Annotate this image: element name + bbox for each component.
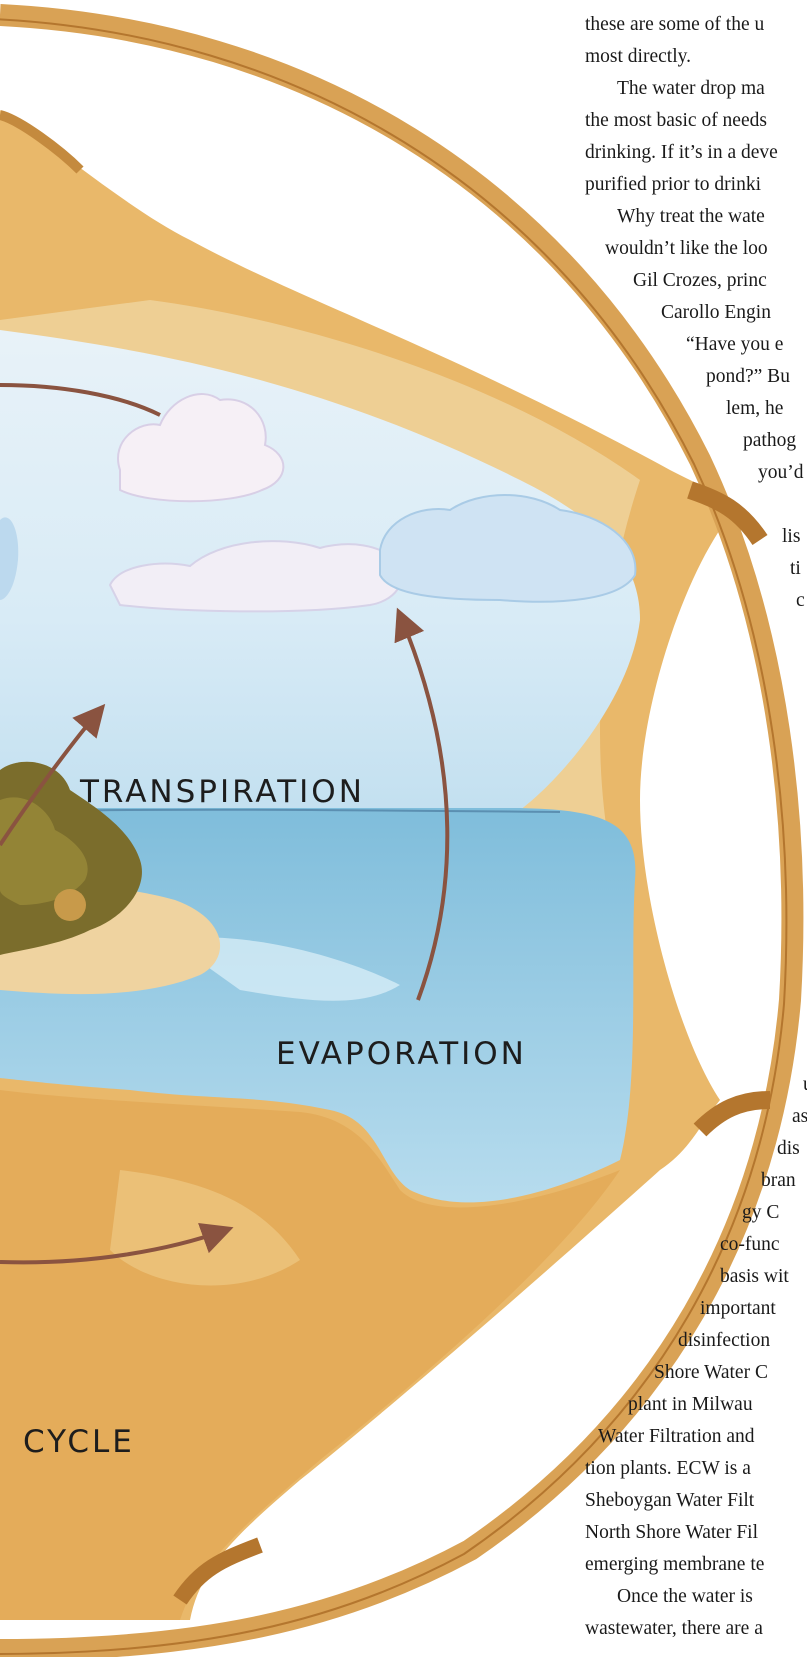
text-line: c — [796, 586, 805, 616]
label-transpiration: TRANSPIRATION — [80, 774, 365, 810]
text-line: wastewater, there are a — [585, 1614, 763, 1644]
text-line: bran — [761, 1166, 796, 1196]
text-line: these are some of the u — [585, 10, 764, 40]
text-line: purified prior to drinki — [585, 170, 761, 200]
text-line: Gil Crozes, princ — [633, 266, 767, 296]
text-line: basis wit — [720, 1262, 789, 1292]
text-line: Why treat the wate — [617, 202, 765, 232]
text-line: Sheboygan Water Filt — [585, 1486, 754, 1516]
text-line: as — [792, 1102, 807, 1132]
text-line: ti — [790, 554, 801, 584]
text-line: Carollo Engin — [661, 298, 771, 328]
text-line: you’d — [758, 458, 804, 488]
text-line: “Have you e — [686, 330, 783, 360]
text-line: pond?” Bu — [706, 362, 790, 392]
text-line: the most basic of needs — [585, 106, 767, 136]
text-line: important — [700, 1294, 776, 1324]
text-line: Once the water is — [617, 1582, 753, 1612]
label-evaporation: EVAPORATION — [276, 1036, 527, 1072]
text-line: dis — [777, 1134, 800, 1164]
text-line: tion plants. ECW is a — [585, 1454, 751, 1484]
text-line: pathog — [743, 426, 796, 456]
text-line: The water drop ma — [617, 74, 765, 104]
text-line: plant in Milwau — [628, 1390, 753, 1420]
text-line: lis — [782, 522, 800, 552]
text-line: wouldn’t like the loo — [605, 234, 768, 264]
text-line: disinfection — [678, 1326, 770, 1356]
text-line: gy C — [742, 1198, 779, 1228]
label-cycle: CYCLE — [23, 1424, 135, 1460]
text-line: emerging membrane te — [585, 1550, 764, 1580]
island-rock — [54, 889, 86, 921]
text-line: lem, he — [726, 394, 783, 424]
text-line: co-func — [720, 1230, 780, 1260]
text-line: drinking. If it’s in a deve — [585, 138, 778, 168]
text-line: most directly. — [585, 42, 691, 72]
text-line: u — [803, 1070, 807, 1100]
text-line: Water Filtration and — [598, 1422, 755, 1452]
text-line: Shore Water C — [654, 1358, 768, 1388]
text-line: North Shore Water Fil — [585, 1518, 758, 1548]
